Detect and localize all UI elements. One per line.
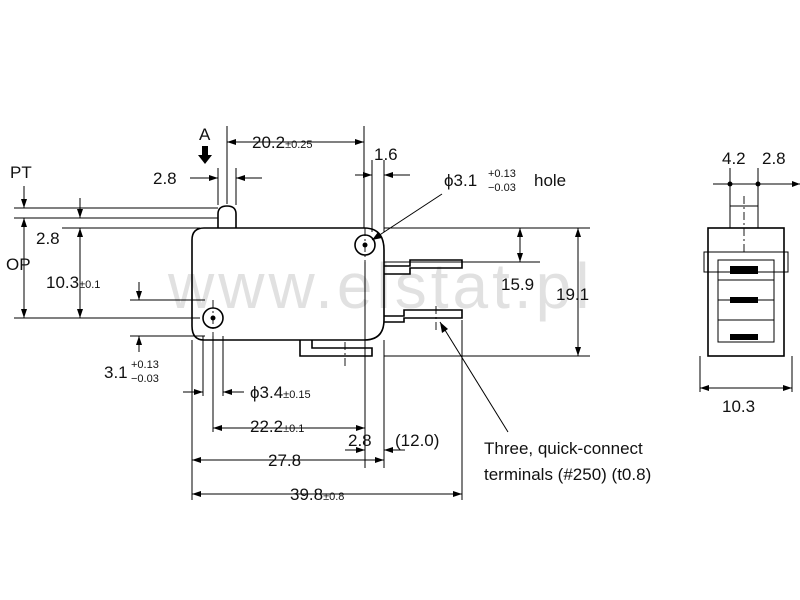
dim-2-8-top-label: 2.8 xyxy=(153,169,177,188)
terminal-middle xyxy=(384,309,463,323)
side-4-2-label: 4.2 xyxy=(722,149,746,168)
side-2-8-label: 2.8 xyxy=(762,149,786,168)
terminal-note-line2: terminals (#250) (t0.8) xyxy=(484,465,651,484)
hole-word: hole xyxy=(534,171,566,190)
hole-tol-plus: +0.13 xyxy=(488,168,516,180)
dim-39-8-label: 39.8±0.8 xyxy=(290,485,344,504)
dim-2-8-left-label: 2.8 xyxy=(36,229,60,248)
dim-3-1-left-label: 3.1 xyxy=(104,363,128,382)
dim-3-4-label: ϕ3.4±0.15 xyxy=(250,383,311,402)
hole-diameter-label: ϕ3.1 xyxy=(444,171,477,190)
dim-20-2-label: 20.2±0.25 xyxy=(252,133,313,152)
dim-12-0-label: (12.0) xyxy=(395,431,439,450)
dim-1-6-label: 1.6 xyxy=(374,145,398,164)
dim-3-1-tol-minus: −0.03 xyxy=(131,373,159,385)
arrowheads xyxy=(21,139,581,497)
dim-22-2-label: 22.2±0.1 xyxy=(250,417,304,436)
dim-27-8-label: 27.8 xyxy=(268,451,301,470)
actuator-plunger xyxy=(217,205,237,228)
actuator-label: A xyxy=(199,125,211,144)
pt-label: PT xyxy=(10,163,32,182)
terminal-upper xyxy=(384,259,463,275)
dim-15-9-label: 15.9 xyxy=(501,275,534,294)
dim-2-8-bottom-label: 2.8 xyxy=(348,431,372,450)
terminal-note-line1: Three, quick-connect xyxy=(484,439,643,458)
terminal-lower xyxy=(299,340,373,357)
dim-10-3-left-label: 10.3±0.1 xyxy=(46,273,100,292)
dim-19-1-label: 19.1 xyxy=(556,285,589,304)
hole-tol-minus: −0.03 xyxy=(488,182,516,194)
op-label: OP xyxy=(6,255,31,274)
side-10-3-label: 10.3 xyxy=(722,397,755,416)
actuator-direction-arrow xyxy=(198,146,212,164)
dim-3-1-tol-plus: +0.13 xyxy=(131,359,159,371)
dimension-lines xyxy=(23,141,579,495)
side-view xyxy=(699,168,800,392)
